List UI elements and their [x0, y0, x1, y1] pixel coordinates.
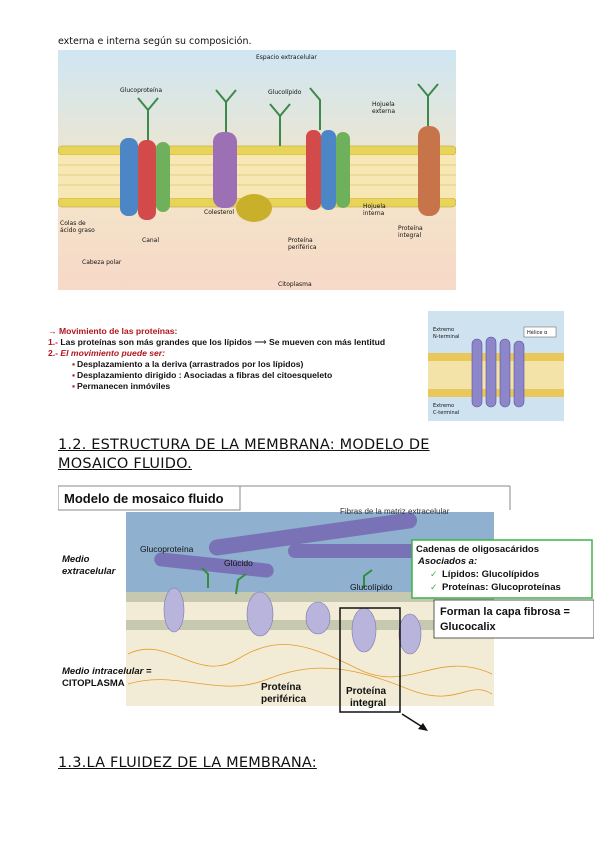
- fig1-hojuela-int-1: Hojuela: [363, 203, 386, 210]
- fig1-glucolipido: Glucolípido: [268, 89, 302, 96]
- fig3-medio-intra-1: Medio intracelular =: [62, 666, 152, 677]
- item1-text-b: Se mueven con más lentitud: [269, 337, 386, 347]
- fig1-colesterol: Colesterol: [204, 209, 234, 216]
- fluid-mosaic-diagram: Modelo de mosaico fluido Fibras de la ma…: [58, 485, 594, 713]
- heading-1-3: 1.3.LA FLUIDEZ DE LA MEMBRANA:: [58, 755, 317, 771]
- item1-text-a: Las proteínas son más grandes que los lí…: [60, 337, 252, 347]
- arrow-icon: [401, 713, 428, 731]
- intro-text: externa e interna según su composición.: [58, 36, 252, 47]
- fig3-box-item2: Proteínas: Glucoproteínas: [442, 582, 561, 593]
- movement-title: Movimiento de las proteínas:: [58, 326, 178, 336]
- fig3-box2-line1: Forman la capa fibrosa =: [440, 606, 570, 618]
- fig2-helix: Hélice α: [527, 329, 548, 336]
- fig3-periferica-1: Proteína: [261, 682, 301, 693]
- fig1-cabeza-polar: Cabeza polar: [82, 259, 122, 266]
- fig3-integral-1: Proteína: [346, 686, 386, 697]
- fig3-title: Modelo de mosaico fluido: [64, 491, 224, 506]
- fig1-bottom-label: Citoplasma: [278, 281, 312, 288]
- fig1-glucoproteina: Glucoproteína: [120, 87, 162, 94]
- check-icon: ✓: [430, 570, 438, 580]
- item1-num: 1.-: [48, 337, 59, 347]
- fig1-hojuela-int-2: interna: [363, 210, 385, 217]
- fig3-medio-extra-2: extracelular: [62, 566, 117, 577]
- fig1-canal: Canal: [142, 237, 159, 244]
- fig3-box-item1: Lípidos: Glucolípidos: [442, 569, 539, 580]
- fig1-colas-1: Colas de: [60, 220, 86, 227]
- fig1-periferica-2: periférica: [288, 244, 317, 251]
- fig3-box-assoc: Asociados a:: [417, 556, 477, 567]
- fig1-top-label: Espacio extracelular: [256, 54, 317, 61]
- protein-movement-section: → Movimiento de las proteínas: 1.- Las p…: [48, 326, 428, 392]
- fig3-integral-2: integral: [350, 698, 386, 709]
- alpha-helix-diagram: Extremo N-terminal Hélice α Extremo C-te…: [428, 311, 564, 421]
- item2-text: El movimiento puede ser:: [60, 348, 166, 358]
- membrane-diagram: Espacio extracelular Glucoproteína Gluco…: [58, 50, 456, 290]
- fig2-cterm-2: C-terminal: [433, 410, 459, 416]
- fig3-glucolipido: Glucolípido: [350, 582, 393, 592]
- item2-num: 2.-: [48, 348, 59, 358]
- arrow-right-icon: ⟶: [254, 337, 267, 347]
- bullet-arrow-icon: →: [48, 326, 57, 336]
- subitem-1: Desplazamiento a la deriva (arrastrados …: [48, 359, 428, 370]
- fig3-glucoproteina: Glucoproteína: [140, 544, 194, 554]
- fig3-fibras: Fibras de la matriz extracelular: [340, 507, 450, 516]
- fig3-box2-line2: Glucocalix: [440, 621, 497, 633]
- fig1-hojuela-ext-2: externa: [372, 108, 395, 115]
- fig2-nterm-2: N-terminal: [433, 334, 459, 340]
- fig1-integral-2: integral: [398, 232, 421, 239]
- fig1-colas-2: ácido graso: [60, 227, 95, 234]
- fig3-medio-extra-1: Medio: [62, 554, 90, 565]
- check-icon: ✓: [430, 583, 438, 593]
- heading-1-2-line1: 1.2. ESTRUCTURA DE LA MEMBRANA: MODELO D…: [58, 437, 430, 453]
- fig1-periferica-1: Proteína: [288, 237, 313, 244]
- subitem-2: Desplazamiento dirigido : Asociadas a fi…: [48, 370, 428, 381]
- fig2-cterm-1: Extremo: [433, 403, 454, 409]
- fig3-medio-intra-2: CITOPLASMA: [62, 678, 125, 689]
- subitem-3: Permanecen inmóviles: [48, 381, 428, 392]
- fig2-nterm-1: Extremo: [433, 327, 454, 333]
- heading-1-2-line2: MOSAICO FLUIDO.: [58, 456, 192, 472]
- fig3-box-title: Cadenas de oligosacáridos: [416, 544, 539, 555]
- fig3-glucido: Glúcido: [224, 558, 253, 568]
- fig1-integral-1: Proteína: [398, 225, 423, 232]
- fig3-periferica-2: periférica: [261, 694, 306, 705]
- fig1-hojuela-ext-1: Hojuela: [372, 101, 395, 108]
